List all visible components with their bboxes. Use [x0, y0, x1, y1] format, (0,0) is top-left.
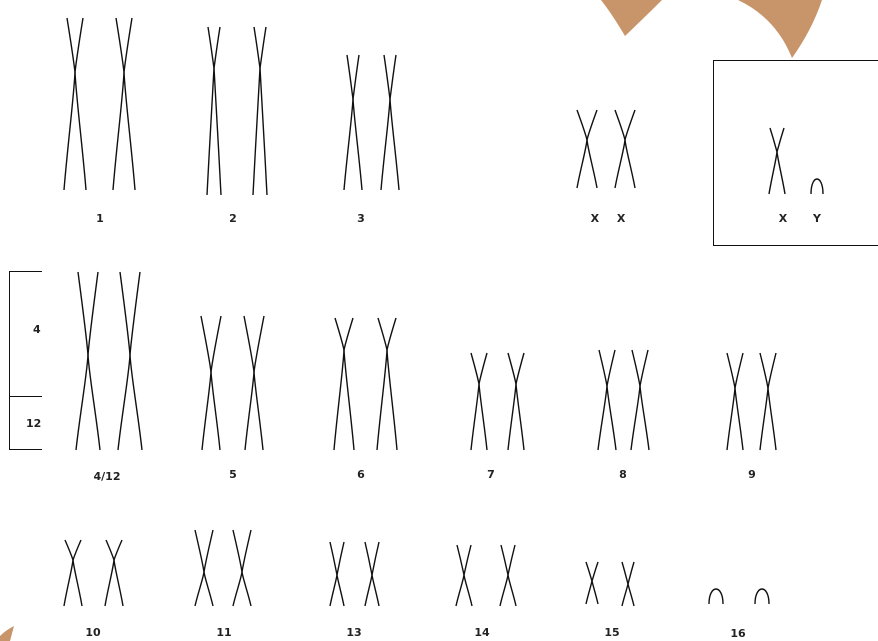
- chromosome-4-12b: [118, 272, 142, 450]
- chromosome-14b: [500, 545, 516, 606]
- chromosome-14a: [456, 545, 472, 606]
- chromosome-9a: [727, 353, 743, 450]
- chromosome-2b: [253, 27, 267, 195]
- label-pair-10: 10: [85, 626, 100, 639]
- chromosome-9b: [760, 353, 776, 450]
- bracket-label-upper: 4: [33, 323, 41, 336]
- bracket-label-lower: 12: [26, 417, 41, 430]
- chromosome-16a: [709, 589, 723, 604]
- chromosome-3b: [381, 55, 399, 190]
- label-pair-2: 2: [229, 212, 237, 225]
- chromosome-xa: [577, 110, 597, 188]
- bracket-divider: [9, 396, 42, 397]
- chromosome-11b: [233, 530, 251, 606]
- chromosome-15b: [622, 562, 634, 606]
- label-sex-x: X: [779, 212, 787, 225]
- chromosome-13b: [365, 542, 379, 606]
- chromosome-16b: [755, 589, 769, 604]
- chromosome-7b: [508, 353, 524, 450]
- chromosome-5a: [201, 316, 221, 450]
- chromosome-7a: [471, 353, 487, 450]
- chromosome-15a: [586, 562, 598, 604]
- chromosome-13a: [330, 542, 344, 606]
- chromosome-1b: [113, 18, 135, 190]
- label-pair-7: 7: [487, 468, 495, 481]
- chromosome-10a: [64, 540, 82, 606]
- chromosome-11a: [195, 530, 213, 606]
- label-pair-11: 11: [216, 626, 231, 639]
- label-pair-15: 15: [604, 626, 619, 639]
- label-pair-1: 1: [96, 212, 104, 225]
- sex-chromosome-box: [713, 60, 878, 246]
- chromosome-8a: [598, 350, 616, 450]
- label-pair-xx: X X: [591, 212, 626, 225]
- label-pair-14: 14: [474, 626, 489, 639]
- chromosome-2a: [207, 27, 221, 195]
- chromosome-8b: [631, 350, 649, 450]
- chromosome-4-12a: [76, 272, 100, 450]
- chromosome-1a: [64, 18, 86, 190]
- label-pair-8: 8: [619, 468, 627, 481]
- chromosome-6b: [377, 318, 397, 450]
- label-pair-3: 3: [357, 212, 365, 225]
- label-pair-4-12: 4/12: [94, 470, 121, 483]
- chromosome-5b: [244, 316, 264, 450]
- label-pair-16: 16: [730, 627, 745, 640]
- label-sex-y: Y: [813, 212, 821, 225]
- chromosome-xb: [615, 110, 635, 188]
- label-pair-5: 5: [229, 468, 237, 481]
- chromosome-10b: [105, 540, 123, 606]
- label-pair-6: 6: [357, 468, 365, 481]
- chromosome-3a: [344, 55, 362, 190]
- label-pair-13: 13: [346, 626, 361, 639]
- chromosome-6a: [334, 318, 354, 450]
- label-pair-9: 9: [748, 468, 756, 481]
